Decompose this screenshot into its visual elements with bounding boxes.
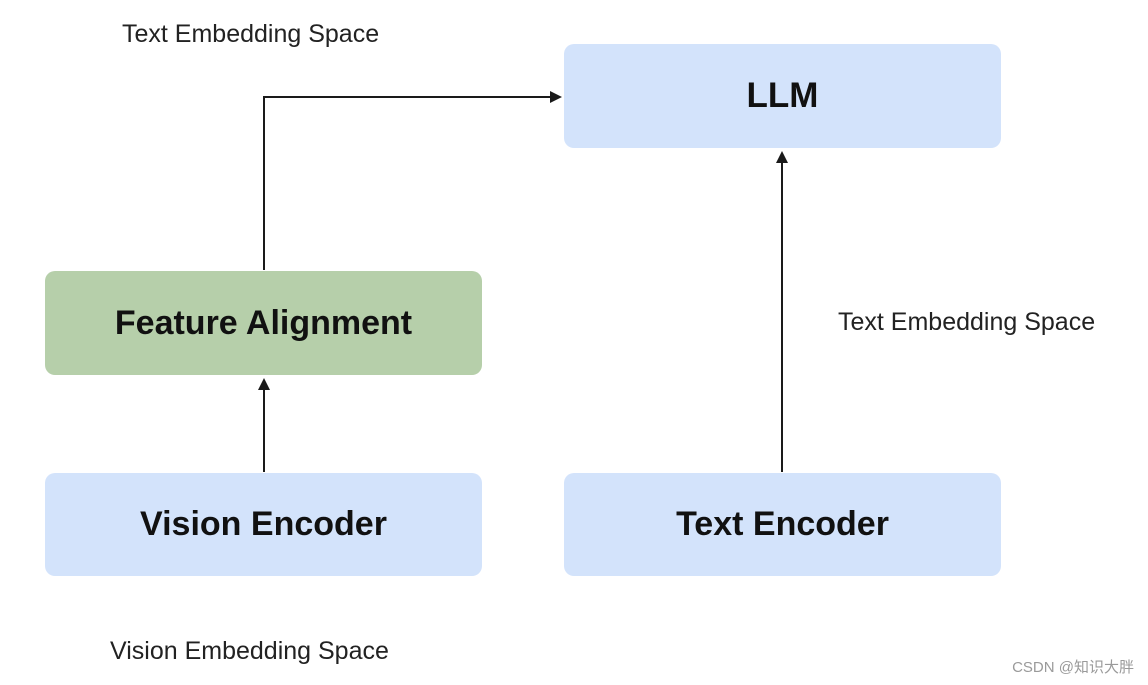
text-encoder-node-label: Text Encoder <box>676 505 889 543</box>
feature-alignment-node-label: Feature Alignment <box>114 303 413 342</box>
watermark: CSDN @知识大胖 <box>1012 659 1134 676</box>
vision-encoder-node-label: Vision Encoder <box>140 505 387 543</box>
text-embedding-space-label-top: Text Embedding Space <box>122 20 380 48</box>
text-encoder-node: Text Encoder <box>564 473 1001 576</box>
vision-embedding-space-label: Vision Embedding Space <box>110 637 389 665</box>
llm-node: LLM <box>564 44 1001 148</box>
text-embedding-space-label-right: Text Embedding Space <box>838 308 1096 336</box>
llm-node-label: LLM <box>746 76 819 115</box>
vision-encoder-node: Vision Encoder <box>45 473 482 576</box>
feature-alignment-node: Feature Alignment <box>45 271 482 375</box>
arrow-feature-to-llm <box>263 91 562 270</box>
